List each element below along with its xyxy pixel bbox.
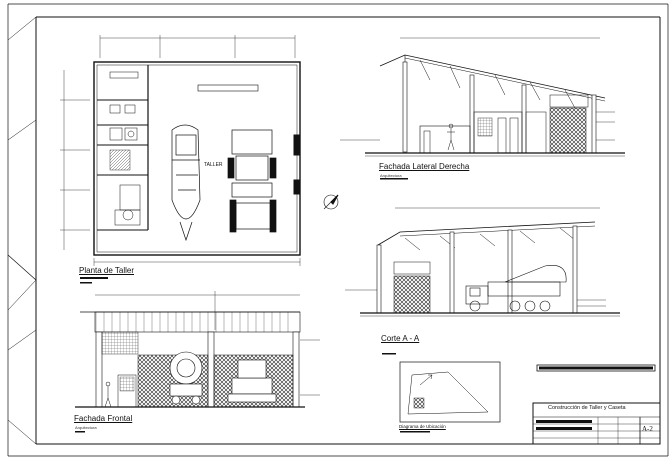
mixer-truck-icon xyxy=(465,265,567,312)
floor-plan xyxy=(60,35,301,266)
front-elevation-title: Fachada Frontal xyxy=(74,414,133,423)
project-title: Construcción de Taller y Caseta xyxy=(548,405,626,411)
side-elevation xyxy=(340,37,625,157)
human-figure-icon xyxy=(447,123,455,151)
mixer-truck-icon xyxy=(169,351,203,405)
floor-plan-title: Planta de Taller xyxy=(79,266,134,275)
taller-room-label: TALLER xyxy=(204,162,223,168)
location-diagram-title: Diagrama de Ubicación xyxy=(399,424,446,429)
sheet-code: A-2 xyxy=(642,425,653,433)
north-arrow-icon xyxy=(323,194,339,210)
excavator-icon xyxy=(227,129,277,233)
excavator-icon xyxy=(227,359,277,403)
human-figure-icon xyxy=(104,381,112,408)
sheet-frame xyxy=(7,3,669,457)
title-block xyxy=(532,364,661,445)
location-diagram xyxy=(399,361,501,423)
side-elevation-title: Fachada Lateral Derecha xyxy=(379,162,470,171)
mixer-truck-icon xyxy=(171,124,201,242)
side-elevation-subtitle: Arquitectura xyxy=(380,173,402,178)
front-elevation xyxy=(75,291,320,408)
section-a-a xyxy=(345,207,620,317)
section-title: Corte A - A xyxy=(381,334,420,343)
front-elevation-subtitle: Arquitectura xyxy=(75,425,97,430)
